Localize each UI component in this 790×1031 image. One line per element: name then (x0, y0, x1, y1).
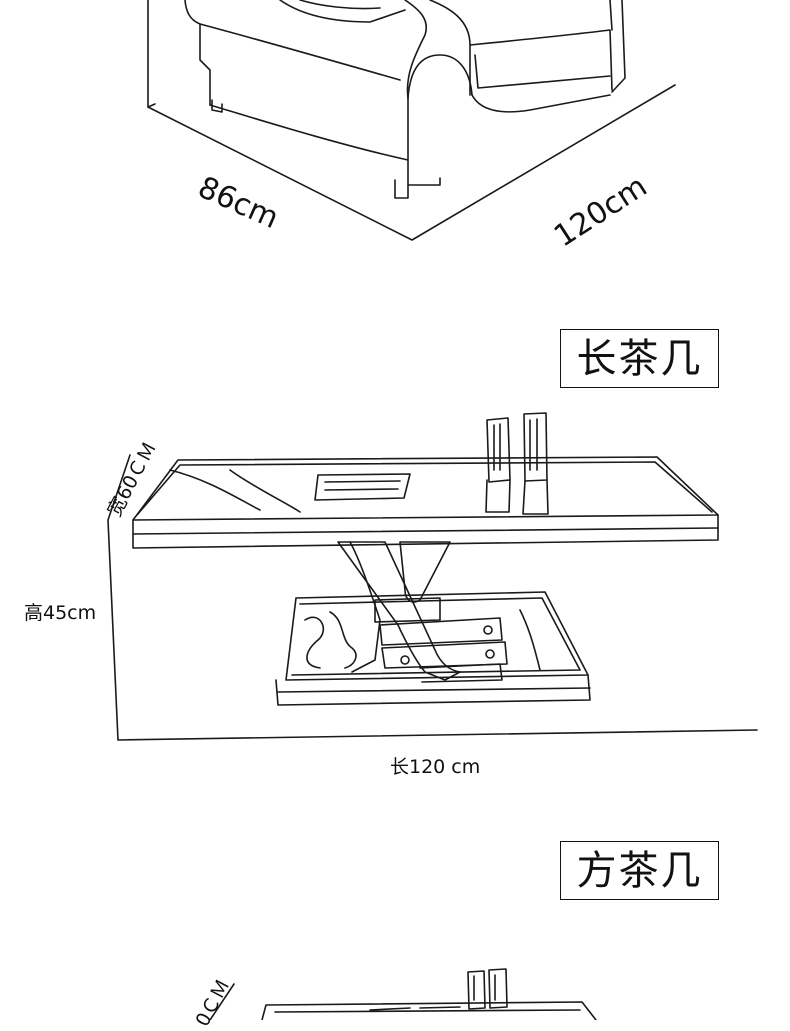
long-table-drawing (107, 412, 758, 741)
long-table-length-label: 长120 cm (390, 756, 481, 778)
sofa-drawing (147, 0, 676, 241)
long-table-title: 长茶几 (560, 329, 719, 388)
square-table-title: 方茶几 (560, 841, 719, 900)
square-table-drawing (209, 968, 597, 1020)
long-table-height-label: 高45cm (24, 602, 97, 624)
